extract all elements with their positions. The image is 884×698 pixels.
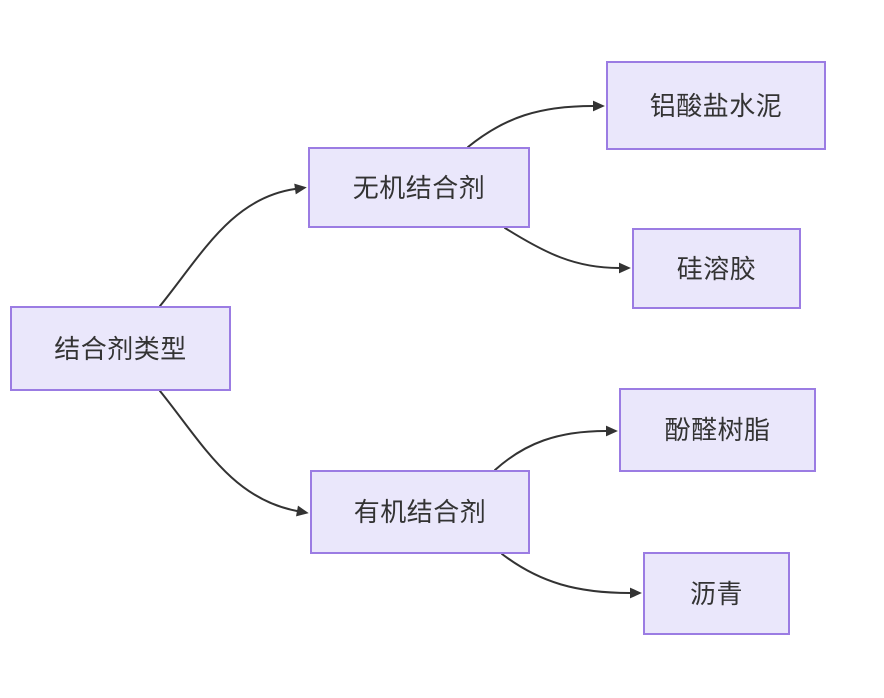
node-asphalt: 沥青 [643, 552, 790, 635]
node-label: 无机结合剂 [352, 172, 486, 203]
edge-inorganic-aluminate [467, 100, 605, 148]
edge-organic-asphalt [501, 553, 642, 599]
node-label: 有机结合剂 [353, 497, 487, 527]
node-label: 铝酸盐水泥 [649, 90, 783, 121]
node-inorganic-binder: 无机结合剂 [308, 147, 530, 228]
edge-inorganic-silica [504, 227, 631, 274]
edge-root-organic [159, 390, 309, 517]
node-phenolic-resin: 酚醛树脂 [619, 388, 816, 472]
edge-organic-phenolic [494, 425, 618, 471]
node-organic-binder: 有机结合剂 [310, 470, 530, 554]
node-label: 硅溶胶 [676, 253, 757, 284]
node-silica-sol: 硅溶胶 [632, 228, 801, 309]
node-label: 沥青 [689, 578, 743, 609]
node-aluminate-cement: 铝酸盐水泥 [606, 61, 826, 150]
node-binder-types: 结合剂类型 [10, 306, 231, 391]
node-label: 结合剂类型 [54, 333, 187, 364]
node-label: 酚醛树脂 [664, 415, 771, 445]
edge-root-inorganic [159, 183, 307, 307]
